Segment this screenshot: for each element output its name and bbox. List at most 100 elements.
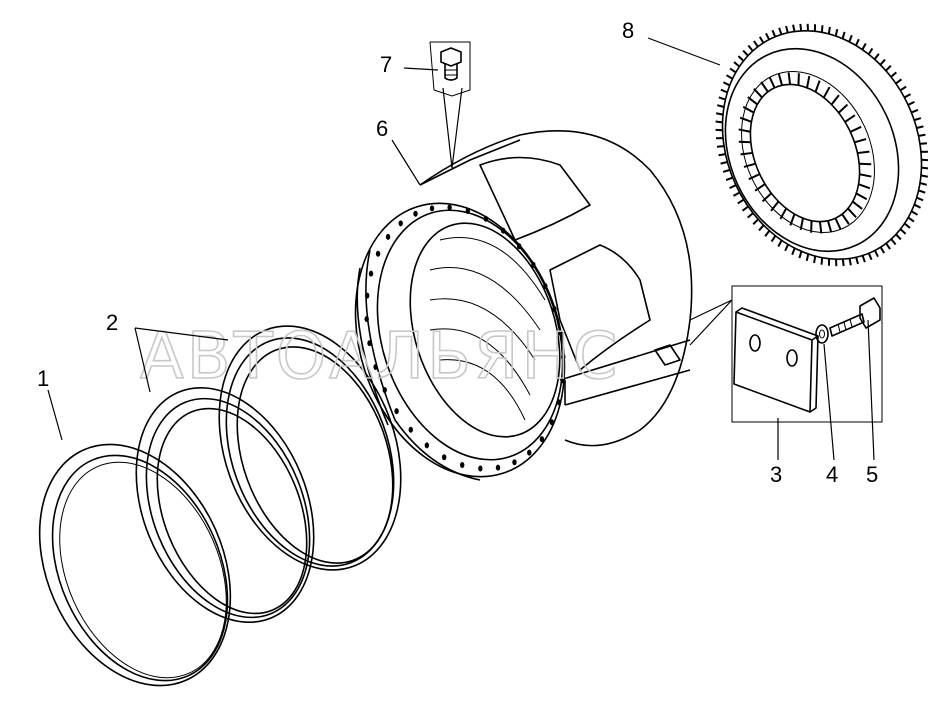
gear-tooth [718,153,726,157]
gear-tooth [725,176,733,182]
gear-tooth [855,257,859,265]
callout-4: 4 [826,462,838,487]
gear-tooth [919,182,928,186]
gear-tooth [814,80,821,93]
rim-bolt-hole [527,449,532,456]
gear-tooth [725,74,734,80]
gear-tooth [885,242,891,250]
gear-tooth [911,108,919,114]
gear-tooth [820,25,824,33]
gear-tooth [873,53,880,60]
rim-bolt-hole [483,215,489,222]
gear-tooth [919,142,928,145]
gear-tooth [854,38,860,46]
rim-bolt-hole [408,426,413,433]
gear-tooth [747,44,754,52]
gear-tooth [715,120,723,124]
rim-bolt-hole [429,205,435,212]
gear-tooth [753,40,759,48]
rim-bolt-hole [394,408,399,415]
gear-tooth [895,233,902,241]
gear-tooth [847,207,857,218]
callout-1: 1 [37,366,49,391]
gear-tooth [867,252,873,261]
gear-tooth [771,29,777,38]
gear-tooth [903,222,911,229]
gear-tooth [820,257,824,265]
gear-tooth [899,228,907,235]
gear-tooth [739,116,752,123]
gear-tooth [743,162,756,168]
gear-tooth [754,183,766,192]
rim-bolt-hole [539,436,545,443]
callout-2: 2 [106,310,118,335]
gear-tooth [777,73,783,86]
gear-tooth [859,173,872,178]
gear-tooth [787,72,792,85]
gear-tooth [729,184,737,190]
rim-bolt-hole [517,243,522,250]
gear-tooth [858,183,871,190]
callout-3: 3 [770,462,782,487]
rim-bolt-hole [552,305,557,312]
gear-tooth [848,34,853,43]
rim-bolt-hole [465,207,470,214]
gear-tooth [791,247,796,256]
callout-8: 8 [622,18,634,43]
gear-tooth [834,217,842,230]
gear-tooth [799,23,803,32]
gear-tooth [747,212,754,219]
part-3-5-plate-assembly [689,285,883,423]
gear-tooth [733,61,741,68]
gear-tooth [799,218,804,231]
gear-tooth [729,67,737,74]
gear-tooth [758,36,765,44]
rim-bolt-hole [558,329,563,336]
gear-tooth [720,161,728,165]
gear-tooth [764,230,771,237]
gear-tooth [841,31,846,39]
gear-tooth [921,166,928,170]
rim-bolt-hole [447,204,452,211]
gear-tooth [740,151,753,156]
gear-tooth [732,191,741,197]
gear-tooth [861,43,867,51]
part-6-housing [354,130,693,481]
rim-bolt-hole [512,459,517,466]
gear-tooth [907,216,915,223]
gear-tooth [890,238,897,246]
gear-tooth [899,85,907,92]
rim-bolt-hole [424,442,430,449]
gear-tooth [838,103,849,114]
gear-tooth [813,255,817,264]
gear-tooth [885,65,892,72]
gear-tooth [758,224,765,232]
gear-tooth [778,27,783,35]
gear-tooth [742,105,755,114]
gear-tooth [720,88,728,94]
rim-bolt-hole [385,233,391,240]
gear-tooth [792,24,796,32]
gear-tooth [715,112,724,116]
part-7-bolt [429,41,471,169]
gear-tooth [784,244,790,252]
gear-tooth [806,75,811,88]
gear-tooth [737,55,745,62]
gear-tooth [753,88,763,99]
gear-tooth [798,251,803,259]
gear-tooth [903,93,912,99]
part-8-ring-gear [715,23,928,267]
rim-bolt-hole [441,454,447,461]
gear-tooth [770,235,777,243]
gear-tooth [760,81,769,93]
part-2-rings [135,325,402,624]
rim-bolt-hole [500,227,506,234]
gear-tooth [765,32,771,40]
gear-tooth [857,150,870,155]
gear-tooth [805,253,810,262]
rim-bolt-hole [549,419,555,426]
gear-tooth [827,26,831,35]
gear-tooth [916,125,924,129]
gear-tooth [827,220,833,233]
